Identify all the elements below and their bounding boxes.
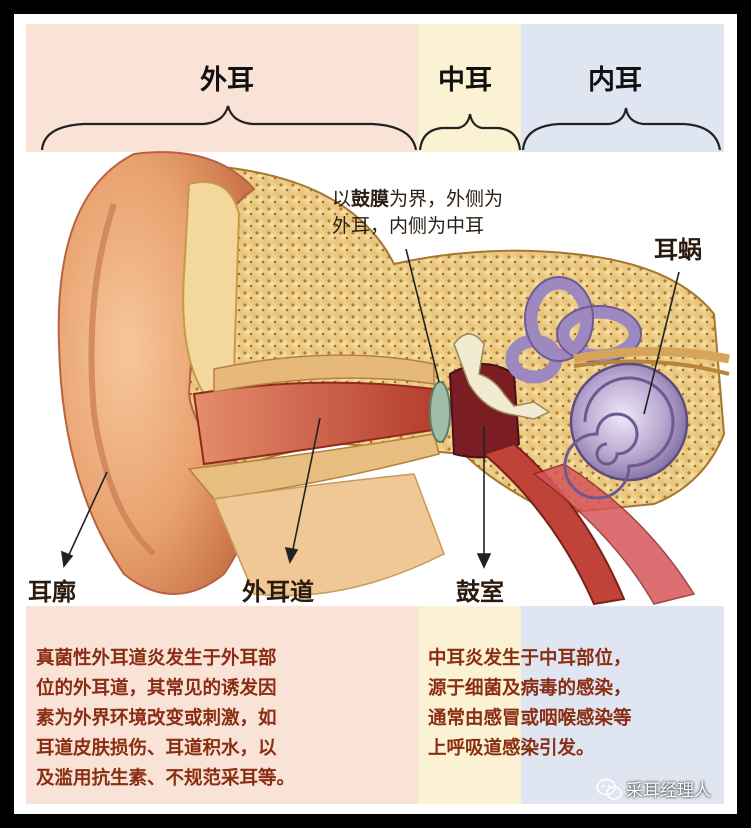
arrow-to-tympanic-membrane (405, 248, 440, 383)
annotation-line-2: 外耳，内侧为中耳 (332, 215, 485, 237)
cochlea-label: 耳蜗 (654, 236, 702, 264)
diagram-frame: 外耳 中耳 内耳 以鼓膜为界，外侧为 外耳，内侧为中耳 耳蜗 耳廓 外耳道 鼓室… (14, 14, 737, 814)
annotation-keyword: 鼓膜 (351, 188, 390, 210)
tympanic-membrane (429, 381, 451, 443)
description-line: 真菌性外耳道炎发生于外耳部 (36, 648, 277, 669)
description-line: 位的外耳道，其常见的诱发因 (36, 678, 277, 699)
annotation-arrows (61, 248, 680, 569)
arrow-to-ear-canal (291, 417, 321, 555)
description-line: 及滥用抗生素、不规范采耳等。 (36, 768, 296, 789)
outer-ear-zone-bottom (26, 606, 418, 804)
outer-ear-brace (40, 105, 418, 151)
inner-ear-header: 内耳 (588, 65, 642, 96)
middle-ear-zone-bottom (418, 606, 521, 804)
description-line: 源于细菌及病毒的感染， (428, 678, 632, 699)
outer-ear-description: 真菌性外耳道炎发生于外耳部位的外耳道，其常见的诱发因素为外界环境改变或刺激，如耳… (36, 644, 412, 794)
middle-ear-description: 中耳炎发生于中耳部位， 源于细菌及病毒的感染， 通常由感冒或咽喉感染等上呼吸道感染引… (428, 644, 724, 764)
outer-ear-header: 外耳 (200, 65, 254, 96)
wechat-icon (596, 778, 622, 800)
ear-anatomy-illustration (40, 105, 730, 800)
ear-canal-label: 外耳道 (242, 578, 314, 606)
arrow-to-cochlea (643, 271, 680, 415)
description-line: 耳道皮肤损伤、耳道积水，以 (36, 738, 277, 759)
arrow-to-auricle (66, 471, 108, 560)
ossicles (453, 333, 551, 420)
eustachian-tube-outer (532, 463, 696, 605)
description-line: 素为外界环境改变或刺激，如 (36, 708, 277, 729)
lower-soft-tissue (212, 473, 445, 597)
inner-ear-zone-top (521, 24, 724, 152)
inner-ear-brace (521, 107, 722, 151)
watermark: 采耳经理人 (626, 781, 711, 801)
tympanic-cavity-label: 鼓室 (456, 578, 504, 606)
middle-ear-brace (418, 113, 522, 151)
middle-ear-header: 中耳 (438, 65, 492, 96)
auditory-nerve (573, 347, 730, 364)
auricle-cartilage (182, 181, 241, 398)
auricle-label: 耳廓 (28, 578, 76, 606)
eardrum-annotation: 以鼓膜为界，外侧为 外耳，内侧为中耳 (332, 186, 503, 240)
description-line: 通常由感冒或咽喉感染等 (428, 708, 632, 729)
outer-ear-zone-top (26, 24, 418, 152)
auricle-fold (88, 203, 156, 557)
annotation-line-1: 以鼓膜为界，外侧为 (332, 188, 504, 210)
canal-wall-upper (213, 354, 435, 393)
middle-ear-zone-top (418, 24, 521, 152)
inner-ear-zone-bottom (521, 606, 724, 804)
description-line: 中耳炎发生于中耳部位， (428, 648, 632, 669)
description-line: 上呼吸道感染引发。 (428, 738, 595, 759)
cochlea (563, 362, 689, 500)
